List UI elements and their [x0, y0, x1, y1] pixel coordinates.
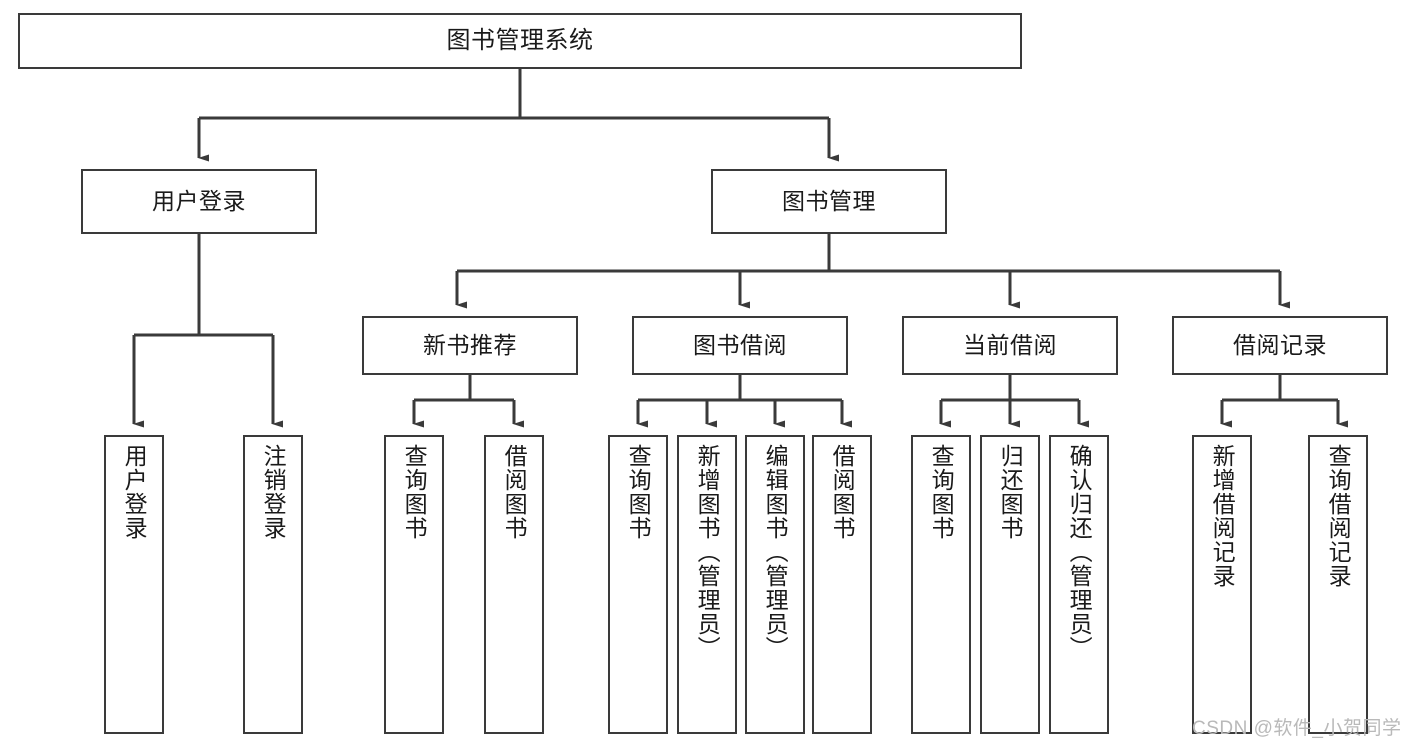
node-label: 查询图书 — [928, 444, 955, 540]
leaf-user-login[interactable]: 用户登录 — [104, 435, 164, 734]
node-label: 注销登录 — [260, 444, 287, 540]
leaf-logout[interactable]: 注销登录 — [243, 435, 303, 734]
node-label: 归还图书 — [997, 444, 1024, 540]
leaf-query-book-current[interactable]: 查询图书 — [911, 435, 971, 734]
leaf-return-book[interactable]: 归还图书 — [980, 435, 1040, 734]
node-borrowing-record[interactable]: 借阅记录 — [1172, 316, 1388, 375]
node-book-management[interactable]: 图书管理 — [711, 169, 947, 234]
node-label: 借阅记录 — [1233, 331, 1327, 358]
leaf-borrow-book-borrowing[interactable]: 借阅图书 — [812, 435, 872, 734]
leaf-confirm-return-admin[interactable]: 确认归还（管理员） — [1049, 435, 1109, 734]
csdn-watermark: CSDN @软件_小贺同学 — [1192, 718, 1402, 739]
node-label: 借阅图书 — [501, 444, 528, 540]
node-root-book-management-system[interactable]: 图书管理系统 — [18, 13, 1022, 69]
node-label: 新书推荐 — [423, 331, 517, 358]
node-label: 查询借阅记录 — [1325, 444, 1352, 588]
node-label: 新增借阅记录 — [1209, 444, 1236, 588]
node-user-login[interactable]: 用户登录 — [81, 169, 317, 234]
node-label: 图书管理系统 — [446, 26, 594, 54]
node-label: 用户登录 — [121, 444, 148, 540]
node-label: 查询图书 — [401, 444, 428, 540]
node-label: 编辑图书（管理员） — [762, 444, 789, 660]
leaf-borrow-book-recommendation[interactable]: 借阅图书 — [484, 435, 544, 734]
node-label: 当前借阅 — [963, 331, 1057, 358]
leaf-query-borrowing-record[interactable]: 查询借阅记录 — [1308, 435, 1368, 734]
node-label: 查询图书 — [625, 444, 652, 540]
leaf-add-book-admin[interactable]: 新增图书（管理员） — [677, 435, 737, 734]
leaf-add-borrowing-record[interactable]: 新增借阅记录 — [1192, 435, 1252, 734]
leaf-edit-book-admin[interactable]: 编辑图书（管理员） — [745, 435, 805, 734]
node-label: 借阅图书 — [829, 444, 856, 540]
leaf-query-book-borrowing[interactable]: 查询图书 — [608, 435, 668, 734]
node-new-book-recommendation[interactable]: 新书推荐 — [362, 316, 578, 375]
node-book-borrowing[interactable]: 图书借阅 — [632, 316, 848, 375]
node-label: 图书管理 — [782, 187, 876, 214]
node-label: 图书借阅 — [693, 331, 787, 358]
node-label: 确认归还（管理员） — [1066, 444, 1093, 660]
node-label: 用户登录 — [152, 187, 246, 214]
leaf-query-book-recommendation[interactable]: 查询图书 — [384, 435, 444, 734]
node-label: 新增图书（管理员） — [694, 444, 721, 660]
node-current-borrowing[interactable]: 当前借阅 — [902, 316, 1118, 375]
